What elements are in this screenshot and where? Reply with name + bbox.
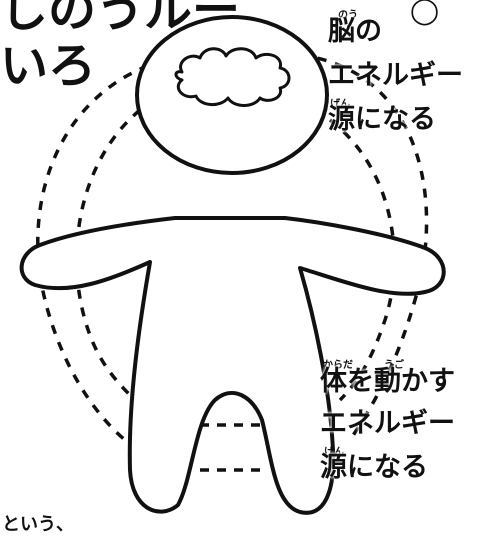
brain-label-line3: 源になる bbox=[328, 104, 436, 135]
body-label-line1: 体を動かす bbox=[320, 366, 455, 397]
top-title-fragment: しのうルー bbox=[0, 0, 241, 38]
left-title-fragment: いろ bbox=[0, 38, 97, 94]
bottom-left-fragment: という、 bbox=[2, 514, 74, 535]
inner-dashed-halo-left bbox=[74, 108, 142, 397]
inner-dashed-halo bbox=[328, 118, 396, 402]
body-outline bbox=[19, 216, 446, 515]
ruby-ugo: うご bbox=[384, 360, 404, 371]
brain-label-line2: エネルギー bbox=[328, 60, 463, 91]
cloud-brain-icon bbox=[174, 47, 291, 107]
body-label-line3: 源になる bbox=[320, 452, 428, 483]
number-circle-icon: ◯ bbox=[410, 0, 440, 26]
ruby-nou: のう bbox=[338, 10, 358, 21]
ruby-gen-1: げん bbox=[330, 99, 350, 110]
brain-label-line1: 脳の bbox=[328, 16, 382, 47]
ruby-gen-2: げん bbox=[324, 447, 344, 458]
outer-dashed-halo-left bbox=[36, 58, 166, 442]
body-label-line2: エネルギー bbox=[320, 408, 455, 439]
ruby-karada: からだ bbox=[323, 360, 353, 371]
